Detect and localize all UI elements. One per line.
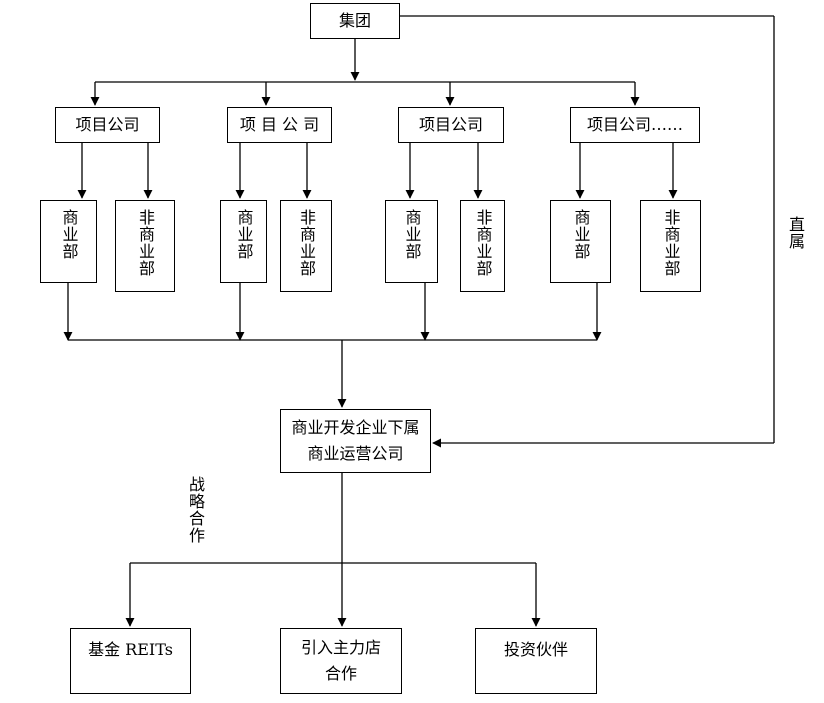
project-company-label: 项目公司 [418, 115, 483, 134]
dept-label: 非商业部 [473, 209, 493, 277]
partner-anchor-store: 引入主力店合作 [280, 628, 402, 694]
commercial-dept-1: 商业部 [40, 200, 97, 283]
group-label: 集团 [338, 11, 371, 30]
group-box: 集团 [310, 3, 400, 39]
partner-label: 基金 REITs [88, 640, 173, 659]
direct-label: 直属 [786, 216, 805, 250]
commercial-dept-4: 商业部 [550, 200, 611, 283]
project-company-2: 项 目 公 司 [227, 107, 332, 143]
partner-investment: 投资伙伴 [475, 628, 597, 694]
non-commercial-dept-1: 非商业部 [115, 200, 175, 292]
strategic-cooperation-label: 战略合作 [186, 476, 205, 544]
project-company-label: 项目公司 [75, 115, 140, 134]
dept-label: 非商业部 [661, 209, 681, 277]
dept-label: 商业部 [59, 209, 79, 260]
project-company-label: 项 目 公 司 [239, 115, 320, 134]
operator-box: 商业开发企业下属商业运营公司 [280, 409, 431, 473]
commercial-dept-2: 商业部 [220, 200, 267, 283]
commercial-dept-3: 商业部 [385, 200, 438, 283]
project-company-3: 项目公司 [398, 107, 504, 143]
partner-label: 投资伙伴 [503, 640, 568, 659]
dept-label: 商业部 [402, 209, 422, 260]
non-commercial-dept-3: 非商业部 [460, 200, 505, 292]
dept-label: 非商业部 [297, 209, 316, 277]
project-company-label: 项目公司…… [586, 115, 683, 134]
dept-label: 商业部 [571, 209, 591, 260]
project-company-4: 项目公司…… [570, 107, 700, 143]
dept-label: 非商业部 [136, 209, 155, 277]
operator-label: 商业开发企业下属商业运营公司 [291, 418, 420, 463]
partner-label: 引入主力店合作 [300, 638, 381, 683]
non-commercial-dept-2: 非商业部 [280, 200, 332, 292]
dept-label: 商业部 [234, 209, 254, 260]
project-company-1: 项目公司 [55, 107, 160, 143]
partner-reits: 基金 REITs [70, 628, 191, 694]
non-commercial-dept-4: 非商业部 [640, 200, 701, 292]
